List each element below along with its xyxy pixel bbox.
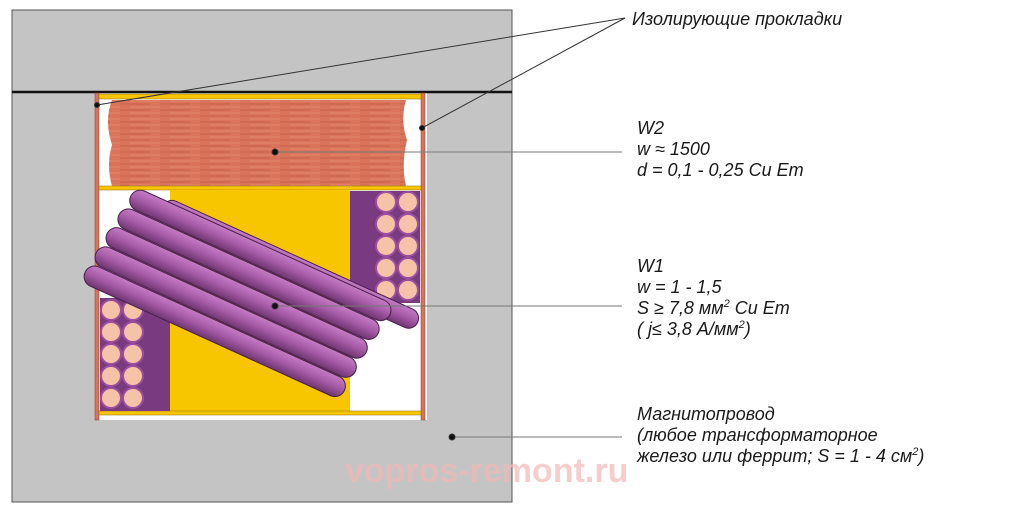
watermark: vopros-remont.ru [345, 452, 629, 490]
w2-label: W2 w ≈ 1500 d = 0,1 - 0,25 Cu Em [637, 118, 804, 181]
w1-area: S ≥ 7,8 мм2 Cu Em [637, 298, 790, 318]
bobbin-bottom [98, 410, 422, 416]
w2-title: W2 [637, 118, 664, 138]
spacer-right [420, 92, 426, 421]
core-label: Магнитопровод (любое трансформаторное же… [637, 404, 924, 467]
w1-current: ( j≤ 3,8 А/мм2) [637, 319, 751, 339]
w1-turns: w = 1 - 1,5 [637, 277, 722, 297]
bobbin-separator [98, 185, 422, 191]
w1-right-stack [350, 191, 420, 303]
w1-label: W1 w = 1 - 1,5 S ≥ 7,8 мм2 Cu Em ( j≤ 3,… [637, 256, 790, 340]
core-title: Магнитопровод [637, 404, 775, 424]
core-line2: (любое трансформаторное [637, 425, 878, 445]
spacers-label: Изолирующие прокладки [632, 9, 843, 29]
bobbin-top [98, 93, 422, 100]
core-line3: железо или феррит; S = 1 - 4 см2) [637, 446, 925, 466]
w1-title: W1 [637, 256, 664, 276]
w2-winding [108, 100, 407, 186]
w1-turns [83, 189, 420, 398]
w2-turns: w ≈ 1500 [637, 139, 710, 159]
leader-lines [94, 17, 626, 441]
w2-wire: d = 0,1 - 0,25 Cu Em [637, 160, 804, 180]
